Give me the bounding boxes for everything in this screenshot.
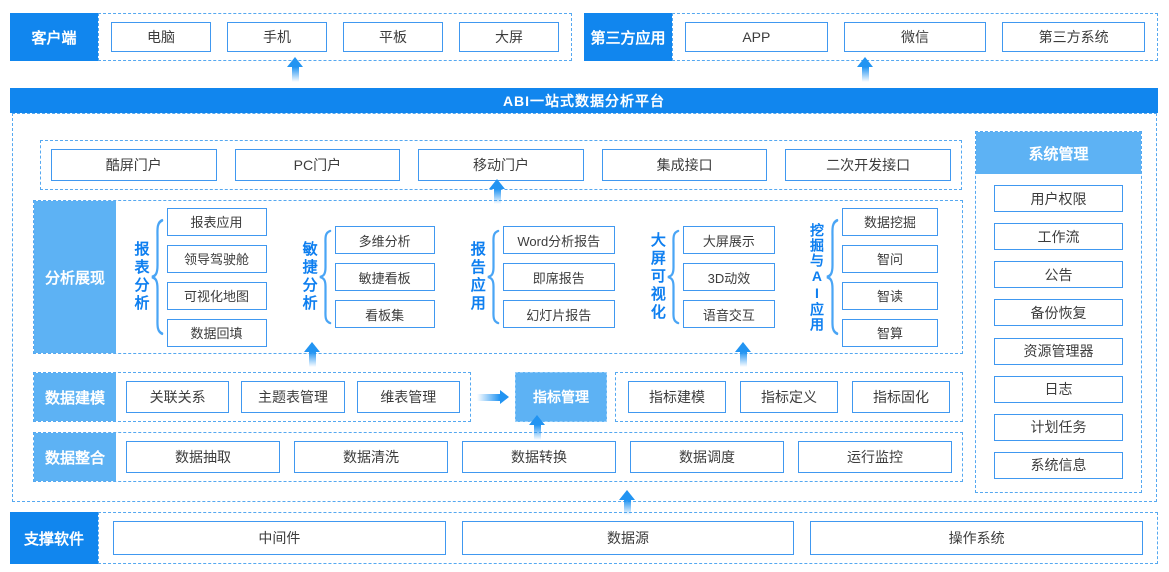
node-operating-system: 操作系统 <box>810 521 1144 555</box>
arrow-up-indicator <box>529 415 545 440</box>
node-phone: 手机 <box>227 22 327 52</box>
platform-banner: ABI一站式数据分析平台 <box>10 88 1158 113</box>
node-word-report: Word分析报告 <box>502 226 615 254</box>
node-resource-manager: 资源管理器 <box>994 337 1123 365</box>
analysis-section-label: 分析展现 <box>34 201 116 353</box>
node-agile-board: 敏捷看板 <box>334 263 435 291</box>
node-indicator-modeling: 指标建模 <box>628 381 726 413</box>
arrow-up-portal <box>489 179 505 204</box>
integration-row-label: 数据整合 <box>34 433 116 481</box>
brace-icon <box>487 229 500 325</box>
node-subject-table-mgmt: 主题表管理 <box>241 381 345 413</box>
node-announcement: 公告 <box>994 261 1123 289</box>
node-voice-interaction: 语音交互 <box>682 300 775 328</box>
client-row: 客户端 电脑 手机 平板 大屏 第三方应用 APP 微信 第三方系统 <box>10 13 1158 61</box>
node-data-mining: 数据挖掘 <box>841 207 938 236</box>
arrow-up-analysis-left <box>304 342 320 367</box>
brace-icon <box>151 218 163 336</box>
support-row: 支撑软件 中间件 数据源 操作系统 <box>10 512 1158 564</box>
brace-icon <box>319 229 331 325</box>
node-data-backfill: 数据回填 <box>166 318 267 347</box>
node-visual-map: 可视化地图 <box>166 281 267 310</box>
node-data-clean: 数据清洗 <box>294 441 448 473</box>
group-label: 大屏可视化 <box>648 232 666 322</box>
brace-icon <box>826 218 839 336</box>
modeling-row: 数据建模 关联关系 主题表管理 维表管理 指标管理 指标建模 指标定义 指标固化 <box>33 372 963 422</box>
node-dim-table-mgmt: 维表管理 <box>356 381 460 413</box>
group-bigscreen-visualization: 大屏可视化 大屏展示 3D动效 语音交互 <box>648 226 775 328</box>
group-report-analysis: 报表分析 报表应用 领导驾驶舱 可视化地图 数据回填 <box>132 207 267 347</box>
group-label: 挖掘与AI应用 <box>808 222 825 332</box>
node-integration-api: 集成接口 <box>601 149 768 181</box>
node-data-transform: 数据转换 <box>462 441 616 473</box>
node-board-set: 看板集 <box>334 300 435 328</box>
node-leader-cockpit: 领导驾驶舱 <box>166 244 267 273</box>
node-bigscreen-show: 大屏展示 <box>682 226 775 254</box>
node-system-info: 系统信息 <box>994 451 1123 479</box>
node-workflow: 工作流 <box>994 223 1123 251</box>
support-container: 中间件 数据源 操作系统 <box>98 512 1158 564</box>
node-pc-portal: PC门户 <box>234 149 401 181</box>
node-adhoc-report: 即席报告 <box>502 263 615 291</box>
node-user-permission: 用户权限 <box>994 185 1123 212</box>
node-run-monitor: 运行监控 <box>798 441 952 473</box>
node-third-system: 第三方系统 <box>1002 22 1146 52</box>
system-management-label: 系统管理 <box>976 132 1141 174</box>
node-indicator-definition: 指标定义 <box>740 381 838 413</box>
indicator-management-label: 指标管理 <box>515 372 607 422</box>
system-management-column: 系统管理 用户权限 工作流 公告 备份恢复 资源管理器 日志 计划任务 系统信息 <box>975 131 1142 493</box>
indicator-container: 指标建模 指标定义 指标固化 <box>615 372 963 422</box>
third-party-container: APP 微信 第三方系统 <box>672 13 1158 61</box>
arrow-up-support <box>619 490 635 515</box>
support-row-label: 支撑软件 <box>10 512 98 564</box>
client-row-label: 客户端 <box>10 13 98 61</box>
node-tablet: 平板 <box>343 22 443 52</box>
node-secondary-dev-api: 二次开发接口 <box>785 149 951 181</box>
node-data-extract: 数据抽取 <box>126 441 280 473</box>
integration-row: 数据整合 数据抽取 数据清洗 数据转换 数据调度 运行监控 <box>33 432 963 482</box>
node-mobile-portal: 移动门户 <box>418 149 584 181</box>
node-multidim-analysis: 多维分析 <box>334 226 435 254</box>
node-relations: 关联关系 <box>126 381 230 413</box>
arrow-up-client <box>287 57 303 82</box>
node-log: 日志 <box>994 375 1123 403</box>
node-pc: 电脑 <box>111 22 211 52</box>
portal-row: 酷屏门户 PC门户 移动门户 集成接口 二次开发接口 <box>40 140 962 190</box>
group-label: 报表分析 <box>132 241 150 313</box>
node-smart-read: 智读 <box>841 281 938 310</box>
node-report-app: 报表应用 <box>166 207 267 236</box>
analysis-groups: 报表分析 报表应用 领导驾驶舱 可视化地图 数据回填 敏捷分析 <box>116 201 962 353</box>
node-3d-effects: 3D动效 <box>682 263 775 291</box>
node-data-schedule: 数据调度 <box>630 441 784 473</box>
node-middleware: 中间件 <box>113 521 446 555</box>
group-agile-analysis: 敏捷分析 多维分析 敏捷看板 看板集 <box>300 226 435 328</box>
arrow-up-analysis-right <box>735 342 751 367</box>
third-party-row-label: 第三方应用 <box>584 13 672 61</box>
node-slide-report: 幻灯片报告 <box>502 300 615 328</box>
node-app: APP <box>685 22 828 52</box>
node-data-source: 数据源 <box>461 521 795 555</box>
arrow-up-third-party <box>857 57 873 82</box>
group-mining-ai: 挖掘与AI应用 数据挖掘 智问 智读 智算 <box>808 207 938 347</box>
group-label: 敏捷分析 <box>300 241 318 313</box>
brace-icon <box>667 229 680 325</box>
client-devices-container: 电脑 手机 平板 大屏 <box>98 13 572 61</box>
node-cool-portal: 酷屏门户 <box>51 149 217 181</box>
analysis-section: 分析展现 报表分析 报表应用 领导驾驶舱 可视化地图 数据回填 敏捷分析 <box>33 200 963 354</box>
group-report-application: 报告应用 Word分析报告 即席报告 幻灯片报告 <box>468 226 615 328</box>
node-bigscreen: 大屏 <box>459 22 559 52</box>
node-smart-ask: 智问 <box>841 244 938 273</box>
modeling-row-label: 数据建模 <box>34 373 116 421</box>
node-planned-task: 计划任务 <box>994 413 1123 441</box>
group-label: 报告应用 <box>468 241 486 313</box>
platform-container: 酷屏门户 PC门户 移动门户 集成接口 二次开发接口 分析展现 报表分析 报表应… <box>12 113 1157 502</box>
node-indicator-solidify: 指标固化 <box>852 381 950 413</box>
modeling-container: 数据建模 关联关系 主题表管理 维表管理 <box>33 372 471 422</box>
node-backup-restore: 备份恢复 <box>994 299 1123 327</box>
node-smart-compute: 智算 <box>841 318 938 347</box>
node-wechat: 微信 <box>843 22 987 52</box>
arrow-right-to-indicator <box>477 390 509 404</box>
